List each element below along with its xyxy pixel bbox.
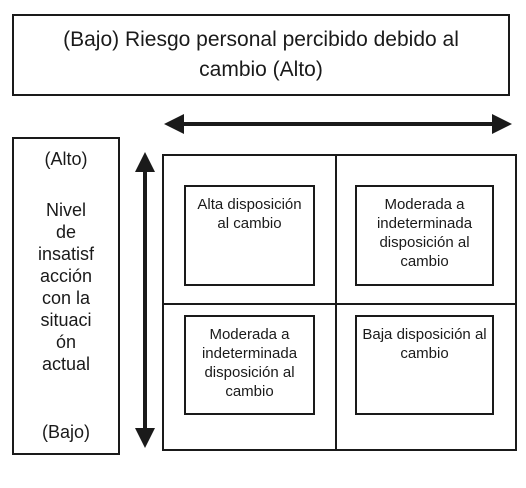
- horizontal-double-arrow: [164, 114, 512, 134]
- matrix-vertical-divider: [335, 156, 337, 449]
- y-axis-title: Nivel de insatisf acción con la situaci …: [14, 199, 118, 375]
- y-axis-title-line: insatisf: [37, 244, 95, 264]
- y-axis-high-label: (Alto): [44, 149, 88, 169]
- readiness-matrix: Alta disposición al cambio Moderada a in…: [162, 154, 517, 451]
- y-axis-title-line: de: [55, 222, 77, 242]
- y-axis-title-line: situaci: [40, 310, 92, 330]
- y-axis-title-line: Nivel: [45, 200, 86, 220]
- cell-text: Alta disposición al cambio: [197, 196, 302, 232]
- y-axis-title-line: acción: [39, 266, 93, 286]
- y-axis-title-box: (Alto) Nivel de insatisf acción con la s…: [12, 137, 120, 455]
- vertical-double-arrow: [135, 152, 155, 448]
- matrix-cell-top-right: Moderada a indeterminada disposición al …: [355, 185, 494, 286]
- matrix-cell-bottom-right: Baja disposición al cambio: [355, 315, 494, 415]
- matrix-horizontal-divider: [164, 303, 515, 305]
- matrix-cell-top-left: Alta disposición al cambio: [184, 185, 315, 286]
- y-axis-title-line: actual: [41, 354, 91, 374]
- cell-text: Baja disposición al cambio: [362, 326, 487, 362]
- y-axis-title-line: ón: [55, 332, 77, 352]
- x-axis-title-box: (Bajo) Riesgo personal percibido debido …: [12, 14, 510, 96]
- cell-text: Moderada a indeterminada disposición al …: [201, 326, 298, 400]
- y-axis-title-line: con la: [41, 288, 91, 308]
- matrix-cell-bottom-left: Moderada a indeterminada disposición al …: [184, 315, 315, 415]
- x-axis-title: (Bajo) Riesgo personal percibido debido …: [63, 28, 459, 81]
- cell-text: Moderada a indeterminada disposición al …: [376, 196, 473, 270]
- y-axis-low-label: (Bajo): [41, 422, 90, 442]
